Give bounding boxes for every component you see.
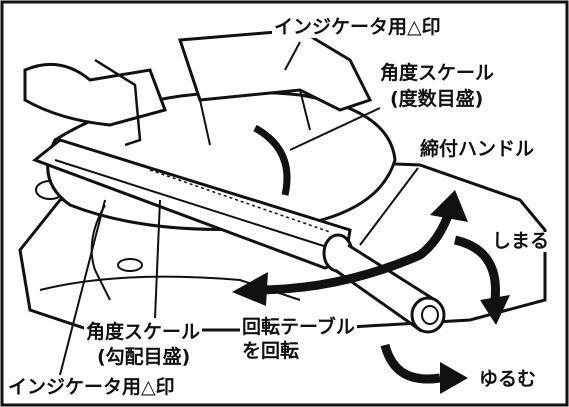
label-angle-scale-degree-sub: (度数目盛) (388, 88, 486, 110)
vertical-bracket (94, 58, 142, 147)
label-rotate-table-line1: 回転テーブル (240, 316, 357, 338)
label-loosen: ゆるむ (477, 368, 539, 390)
label-angle-scale-slope: 角度スケール (84, 321, 203, 343)
base-bolt-hole (117, 258, 143, 272)
label-angle-scale-slope-sub: (勾配目盛) (95, 346, 193, 368)
arm-groove (54, 159, 331, 249)
angle-scale-degree-ticks (261, 123, 296, 198)
rotate-table-arrow-body (254, 208, 455, 295)
loosen-arrow-body (380, 343, 441, 384)
leader-indicator-top (284, 41, 301, 71)
label-angle-scale-degree: 角度スケール (378, 62, 497, 84)
handle-end-cap (410, 296, 446, 334)
label-tighten: しまる (490, 230, 552, 252)
loosen-arrow-head (440, 362, 468, 394)
label-tightening-handle: 締付ハンドル (418, 138, 537, 160)
fence-support (199, 89, 311, 146)
base-contour (39, 275, 301, 301)
leader-angle-scale-slope (154, 199, 161, 319)
left-fence (23, 62, 167, 127)
tighten-arrow-body (453, 235, 500, 301)
label-indicator-top: インジケータ用△印 (272, 16, 443, 38)
leader-indicator-bottom (59, 199, 106, 376)
leader-tightening-handle (359, 167, 419, 246)
label-rotate-table-line2: を回転 (240, 340, 302, 362)
handle-end-hole (421, 305, 439, 325)
tighten-arrow-head (480, 295, 510, 325)
rotate-table-arrow-head-right (430, 190, 468, 222)
leader-angle-scale-degree (289, 107, 381, 151)
rotate-table-arrow-head-left (232, 272, 268, 306)
label-indicator-bottom: インジケータ用△印 (6, 376, 177, 398)
angle-scale-slope-ticks (149, 169, 331, 233)
angle-scale-degree-arc (253, 124, 291, 196)
